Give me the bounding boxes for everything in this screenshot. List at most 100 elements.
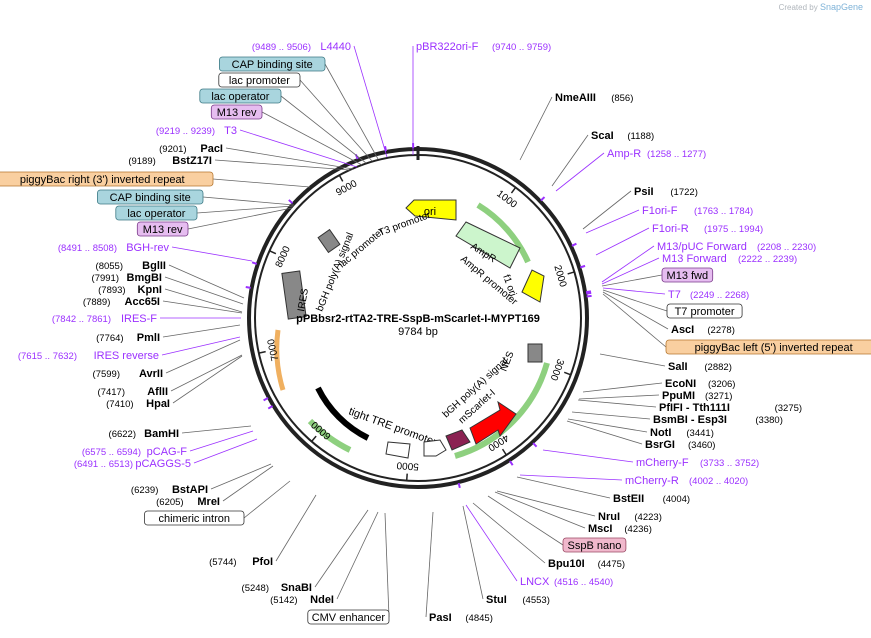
label-cap-binding-site[interactable]: CAP binding site (97, 189, 204, 205)
f1-ori-arrow (521, 269, 545, 303)
label-mrei[interactable]: MreI(6205) (156, 496, 220, 508)
label-pfifi-tth111i[interactable]: PfIFI - Tth111I(3275) (659, 402, 802, 414)
label-pasi[interactable]: PasI(4845) (429, 612, 493, 624)
label-m13-forward[interactable]: M13 Forward(2222 .. 2239) (662, 253, 797, 265)
label-avrii[interactable]: AvrII(7599) (93, 368, 163, 380)
position-text: (4845) (465, 613, 492, 624)
connector-line (261, 111, 363, 166)
label-sspb-nano[interactable]: SspB nano (562, 537, 627, 553)
connector-line (193, 438, 258, 464)
label-lac-operator[interactable]: lac operator (199, 88, 282, 104)
label-pcag-f[interactable]: pCAG-F(6575 .. 6594) (82, 446, 187, 458)
label-psii[interactable]: PsiI(1722) (634, 186, 698, 198)
label-bstz17i[interactable]: BstZ17I(9189) (128, 155, 212, 167)
label-bsteii[interactable]: BstEII(4004) (613, 493, 690, 505)
position-text: (3206) (708, 379, 735, 390)
connector-line (425, 511, 434, 618)
position-text: (7991) (92, 273, 119, 284)
tick-label: 5000 (396, 459, 419, 472)
label-sali[interactable]: SalI(2882) (668, 361, 732, 373)
label-cap-binding-site[interactable]: CAP binding site (218, 56, 326, 72)
bgh-polya-box-left (317, 228, 341, 254)
label-t7[interactable]: T7(2249 .. 2268) (668, 289, 749, 301)
label-amp-r[interactable]: Amp-R(1258 .. 1277) (607, 148, 706, 160)
primer-marker (586, 294, 592, 298)
feature-name: M13 rev (217, 107, 257, 119)
label-bpu10i[interactable]: Bpu10I(4475) (548, 558, 625, 570)
label-t7-promoter[interactable]: T7 promoter (666, 303, 743, 319)
primer-name: BGH-rev (126, 242, 169, 254)
enzyme-name: KpnI (138, 284, 162, 296)
label-cmv-enhancer[interactable]: CMV enhancer (307, 609, 390, 625)
label-bsrgi[interactable]: BsrGI(3460) (645, 439, 715, 451)
primer-marker (579, 264, 586, 269)
label-econi[interactable]: EcoNI(3206) (665, 378, 735, 390)
label-l4440[interactable]: L4440(9489 .. 9506) (252, 41, 351, 53)
label-mcherry-f[interactable]: mCherry-F(3733 .. 3752) (636, 457, 759, 469)
position-text: (2208 .. 2230) (757, 242, 816, 253)
label-mcherry-r[interactable]: mCherry-R(4002 .. 4020) (625, 475, 748, 487)
connector-line (181, 425, 252, 434)
label-kpni[interactable]: KpnI(7893) (98, 284, 162, 296)
label-scai[interactable]: ScaI(1188) (591, 130, 654, 142)
label-pmli[interactable]: PmlI(7764) (96, 332, 160, 344)
label-bglii[interactable]: BglII(8055) (96, 260, 166, 272)
label-lncx[interactable]: LNCX(4516 .. 4540) (520, 576, 613, 588)
label-m13-fwd[interactable]: M13 fwd (661, 267, 714, 283)
feature-name: CAP binding site (110, 192, 191, 204)
label-nrui[interactable]: NruI(4223) (598, 511, 662, 523)
connector-line (555, 152, 605, 192)
label-hpai[interactable]: HpaI (7410) (106, 398, 170, 410)
label-paci[interactable]: PacI (9201) (159, 143, 223, 155)
label-ndei[interactable]: NdeI(5142) (270, 594, 334, 606)
enzyme-name: PfIFI - Tth111I (659, 402, 730, 414)
label-pfoi[interactable]: PfoI(5744) (209, 556, 273, 568)
label-ppumi[interactable]: PpuMI(3271) (662, 390, 732, 402)
position-text: (8055) (96, 261, 123, 272)
enzyme-name: PacI (200, 143, 223, 155)
label-f1ori-f[interactable]: F1ori-F(1763 .. 1784) (642, 205, 753, 217)
position-text: (1258 .. 1277) (647, 149, 706, 160)
label-piggybac-right-3-inverted-repeat[interactable]: piggyBac right (3') inverted repeat (0, 171, 214, 187)
label-bstapi[interactable]: BstAPI(6239) (131, 484, 208, 496)
label-bsmbi-esp3i[interactable]: BsmBI - Esp3I(3380) (653, 414, 783, 426)
label-lac-operator[interactable]: lac operator (115, 205, 198, 221)
label-chimeric-intron[interactable]: chimeric intron (144, 510, 245, 526)
connector-line (225, 147, 354, 170)
connector-line (602, 289, 668, 312)
label-bgh-rev[interactable]: BGH-rev(8491 .. 8508) (58, 242, 170, 254)
label-pcaggs-5[interactable]: pCAGGS-5(6491 .. 6513) (74, 458, 191, 470)
label-lac-promoter[interactable]: lac promoter (218, 72, 301, 88)
label-acc65i[interactable]: Acc65I(7889) (83, 296, 160, 308)
connector-line (582, 190, 632, 230)
label-m13-puc-forward[interactable]: M13/pUC Forward(2208 .. 2230) (657, 241, 816, 253)
label-m13-rev[interactable]: M13 rev (210, 104, 263, 120)
connector-line (567, 418, 648, 433)
position-text: (7410) (106, 399, 133, 410)
connector-line (551, 134, 589, 187)
label-f1ori-r[interactable]: F1ori-R(1975 .. 1994) (652, 223, 763, 235)
label-aflii[interactable]: AflII(7417) (98, 386, 168, 398)
label-bamhi[interactable]: BamHI(6622) (109, 428, 179, 440)
label-pbr322ori-f[interactable]: pBR322ori-F(9740 .. 9759) (416, 41, 551, 53)
label-msci[interactable]: MscI(4236) (588, 523, 652, 535)
label-ires-f[interactable]: IRES-F(7842 .. 7861) (52, 313, 157, 325)
label-ires-reverse[interactable]: IRES reverse(7615 .. 7632) (18, 350, 159, 362)
label-stui[interactable]: StuI(4553) (486, 594, 550, 606)
enzyme-name: HpaI (146, 398, 170, 410)
label-asci[interactable]: AscI(2278) (671, 324, 735, 336)
position-text: (9201) (159, 144, 186, 155)
label-t3[interactable]: T3(9219 .. 9239) (156, 125, 237, 137)
label-noti[interactable]: NotI(3441) (650, 427, 714, 439)
label-bmgbi[interactable]: BmgBI(7991) (92, 272, 162, 284)
label-piggybac-left-5-inverted-repeat[interactable]: piggyBac left (5') inverted repeat (665, 339, 871, 355)
label-m13-rev[interactable]: M13 rev (136, 221, 189, 237)
tick-label: 7000 (266, 337, 282, 362)
rtta2-arc (454, 362, 550, 459)
label-box (136, 221, 189, 237)
connector-line (172, 355, 243, 404)
label-nmeaiii[interactable]: NmeAIII(856) (555, 92, 633, 104)
feature-name: lac promoter (229, 75, 290, 87)
label-snabi[interactable]: SnaBI(5248) (242, 582, 312, 594)
primer-marker (245, 286, 251, 289)
